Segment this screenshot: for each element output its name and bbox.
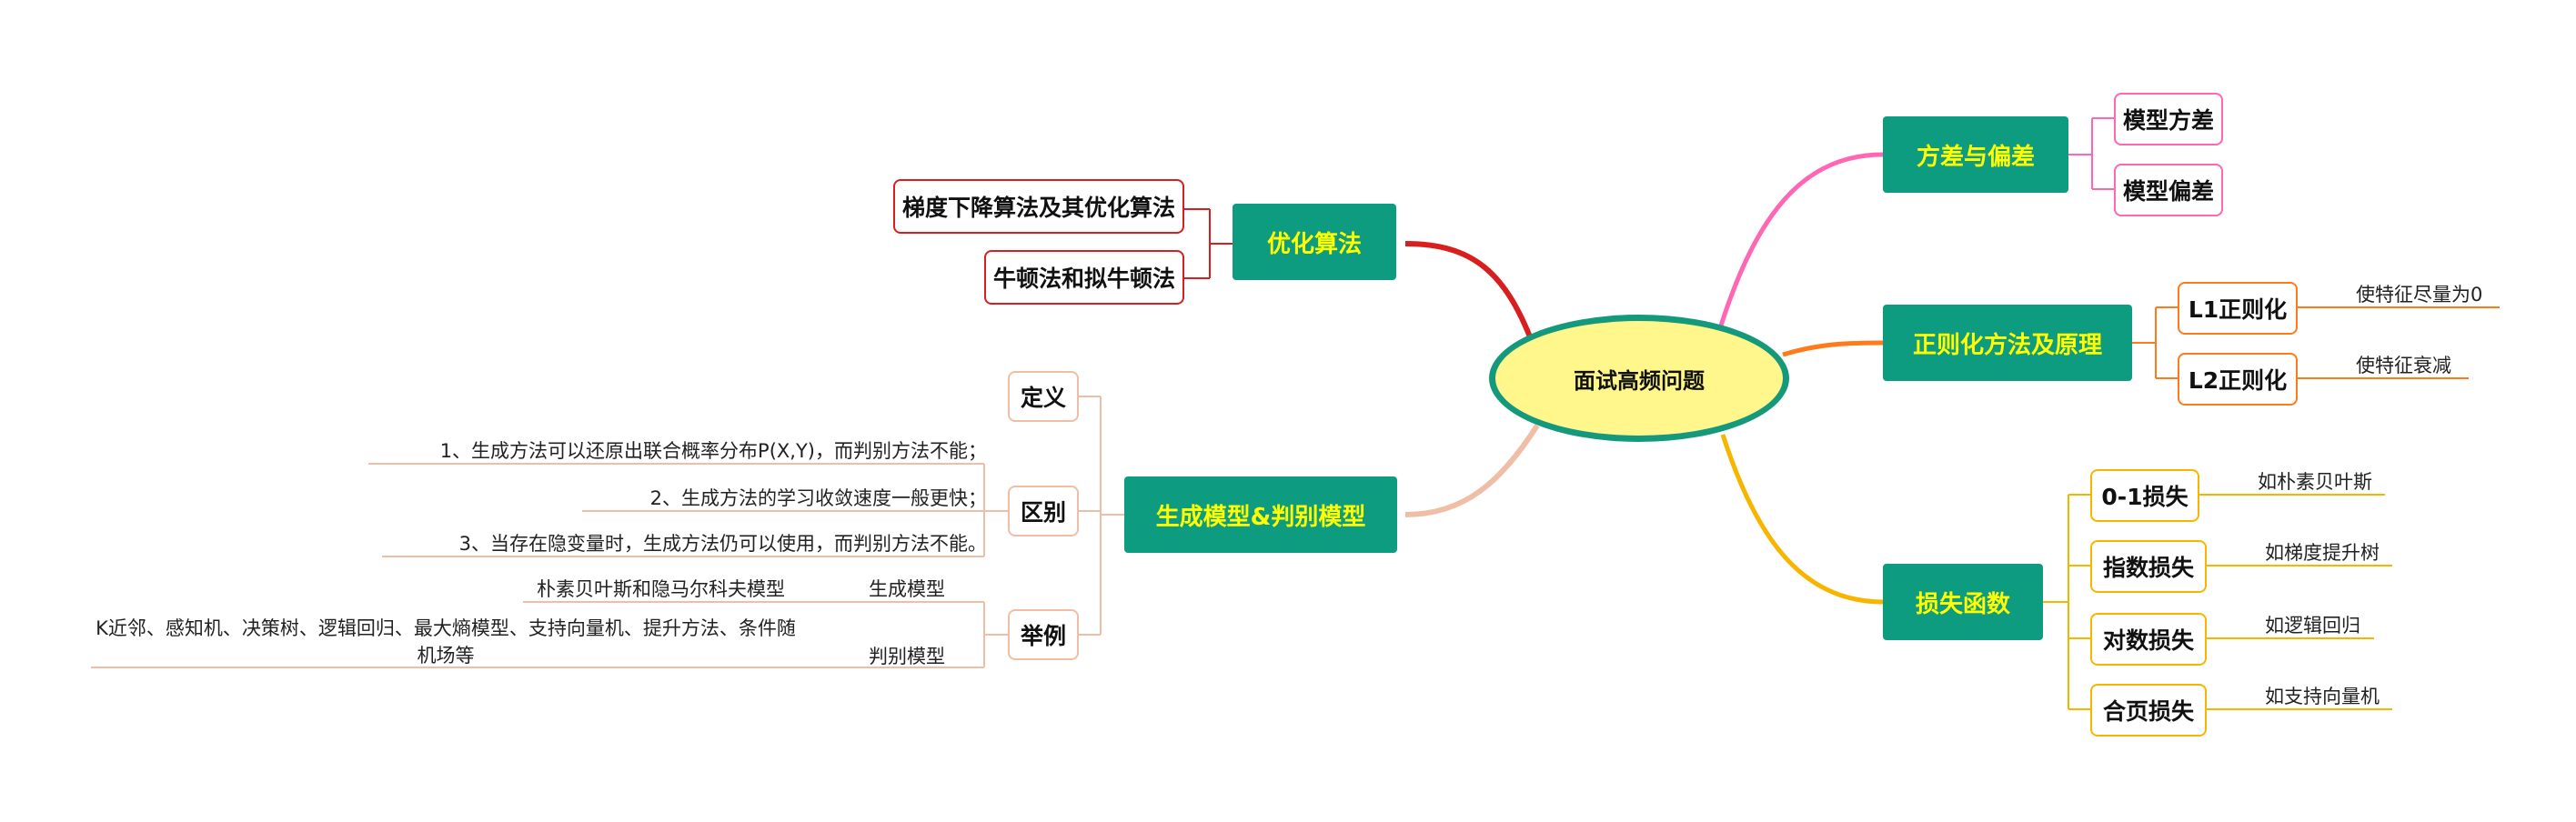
variance-child-model-bias[interactable]: 模型偏差 — [2114, 164, 2223, 216]
l2-note: 使特征衰减 — [2356, 355, 2451, 376]
connector-regularization — [1782, 340, 1884, 357]
difference-note-3: 3、当存在隐变量时，生成方法仍可以使用，而判别方法不能。 — [458, 533, 987, 555]
zero-one-note: 如朴素贝叶斯 — [2258, 471, 2372, 493]
loss-child-log[interactable]: 对数损失 — [2090, 613, 2207, 666]
log-note: 如逻辑回归 — [2265, 615, 2360, 637]
branch-variance-bias[interactable]: 方差与偏差 — [1883, 116, 2068, 193]
connector-optimization — [1404, 241, 1535, 346]
connector-generative — [1404, 424, 1540, 517]
connector-variance — [1718, 152, 1884, 326]
branch-regularization[interactable]: 正则化方法及原理 — [1883, 305, 2132, 381]
loss-child-hinge[interactable]: 合页损失 — [2090, 684, 2207, 737]
exponential-note: 如梯度提升树 — [2265, 542, 2380, 564]
branch-generative-discriminative[interactable]: 生成模型&判别模型 — [1124, 476, 1397, 553]
regularization-child-l1[interactable]: L1正则化 — [2178, 282, 2298, 335]
example-generative-tag: 生成模型 — [869, 578, 945, 600]
regularization-child-l2[interactable]: L2正则化 — [2178, 353, 2298, 406]
example-generative-models: 朴素贝叶斯和隐马尔科夫模型 — [537, 578, 785, 600]
branch-loss-functions[interactable]: 损失函数 — [1883, 564, 2043, 640]
example-discriminative-tag: 判别模型 — [869, 646, 945, 667]
example-discriminative-models: K近邻、感知机、决策树、逻辑回归、最大熵模型、支持向量机、提升方法、条件随机场等 — [96, 617, 796, 667]
branch-optimization[interactable]: 优化算法 — [1233, 204, 1396, 280]
generative-child-difference[interactable]: 区别 — [1008, 486, 1079, 536]
difference-note-1: 1、生成方法可以还原出联合概率分布P(X,Y)，而判别方法不能； — [439, 440, 987, 462]
loss-child-zero-one[interactable]: 0-1损失 — [2090, 469, 2199, 522]
generative-child-definition[interactable]: 定义 — [1008, 371, 1079, 422]
optimization-child-newton[interactable]: 牛顿法和拟牛顿法 — [984, 250, 1184, 305]
optimization-child-gradient-descent[interactable]: 梯度下降算法及其优化算法 — [893, 179, 1184, 234]
connector-loss — [1720, 434, 1884, 605]
root-node[interactable]: 面试高频问题 — [1489, 315, 1789, 442]
hinge-note: 如支持向量机 — [2265, 686, 2380, 707]
difference-note-2: 2、生成方法的学习收敛速度一般更快； — [649, 487, 987, 509]
l1-note: 使特征尽量为0 — [2356, 284, 2483, 306]
variance-child-model-variance[interactable]: 模型方差 — [2114, 93, 2223, 145]
loss-child-exponential[interactable]: 指数损失 — [2090, 540, 2207, 593]
generative-child-examples[interactable]: 举例 — [1008, 609, 1079, 660]
